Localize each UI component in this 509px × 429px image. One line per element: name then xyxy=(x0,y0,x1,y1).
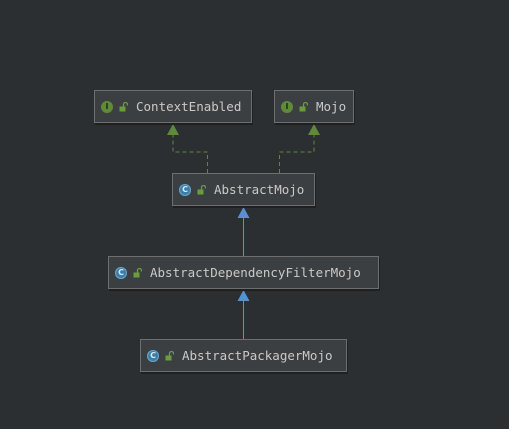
node-abstract-dependency-filter-mojo[interactable]: C AbstractDependencyFilterMojo xyxy=(108,256,379,289)
interface-icon: I xyxy=(101,100,113,113)
node-label: Mojo xyxy=(316,99,347,114)
edge-arrowhead xyxy=(237,207,250,218)
lock-open-icon xyxy=(133,267,142,277)
edge-arrowhead xyxy=(167,124,179,135)
node-label: AbstractPackagerMojo xyxy=(182,348,333,363)
node-abstract-packager-mojo[interactable]: C AbstractPackagerMojo xyxy=(140,339,347,372)
node-abstract-mojo[interactable]: C AbstractMojo xyxy=(172,173,315,206)
edge-implements xyxy=(172,135,208,173)
abstract-class-icon: C xyxy=(115,266,127,279)
lock-open-icon xyxy=(165,350,174,360)
lock-open-icon xyxy=(197,184,206,194)
abstract-class-icon: C xyxy=(179,183,191,196)
edge-implements xyxy=(279,135,315,173)
node-label: AbstractMojo xyxy=(214,182,305,197)
node-context-enabled[interactable]: I ContextEnabled xyxy=(94,90,252,123)
lock-open-icon xyxy=(299,101,308,111)
node-label: ContextEnabled xyxy=(136,99,242,114)
interface-icon: I xyxy=(281,100,293,113)
lock-open-icon xyxy=(119,101,128,111)
node-label: AbstractDependencyFilterMojo xyxy=(150,265,361,280)
edge-arrowhead xyxy=(237,290,250,301)
abstract-class-icon: C xyxy=(147,349,159,362)
node-mojo[interactable]: I Mojo xyxy=(274,90,354,123)
edge-arrowhead xyxy=(308,124,320,135)
